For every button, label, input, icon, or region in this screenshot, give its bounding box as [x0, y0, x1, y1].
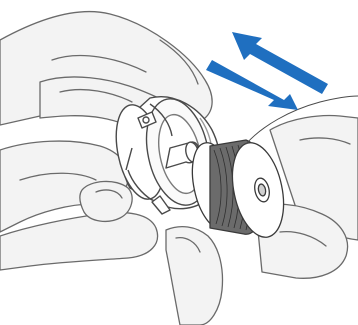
bobbin	[185, 138, 291, 242]
